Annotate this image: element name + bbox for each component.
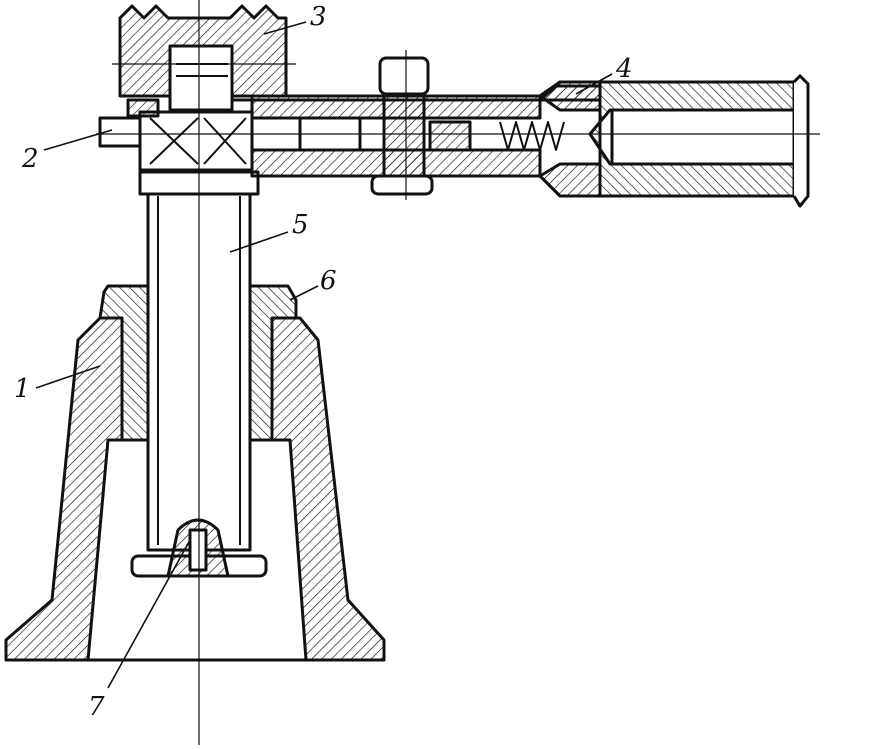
leader-5 (229, 231, 289, 253)
leader-lines (35, 21, 613, 689)
leader-7 (107, 539, 191, 689)
leader-6 (289, 285, 319, 301)
callout-3: 3 (310, 2, 327, 32)
callout-5: 5 (292, 210, 309, 240)
callout-7: 7 (88, 692, 105, 722)
leader-2 (43, 129, 113, 151)
center-lines (96, 0, 820, 745)
lever-arm-part-4 (230, 74, 810, 208)
head-part-3 (118, 4, 288, 112)
callout-1: 1 (14, 374, 31, 404)
leader-3 (263, 21, 307, 35)
callout-2: 2 (22, 144, 39, 174)
callout-6: 6 (320, 266, 337, 296)
ratchet-part-2 (98, 98, 254, 172)
leader-4 (575, 73, 613, 95)
bolt (370, 56, 434, 196)
callout-4: 4 (616, 54, 633, 84)
leader-1 (35, 365, 101, 389)
